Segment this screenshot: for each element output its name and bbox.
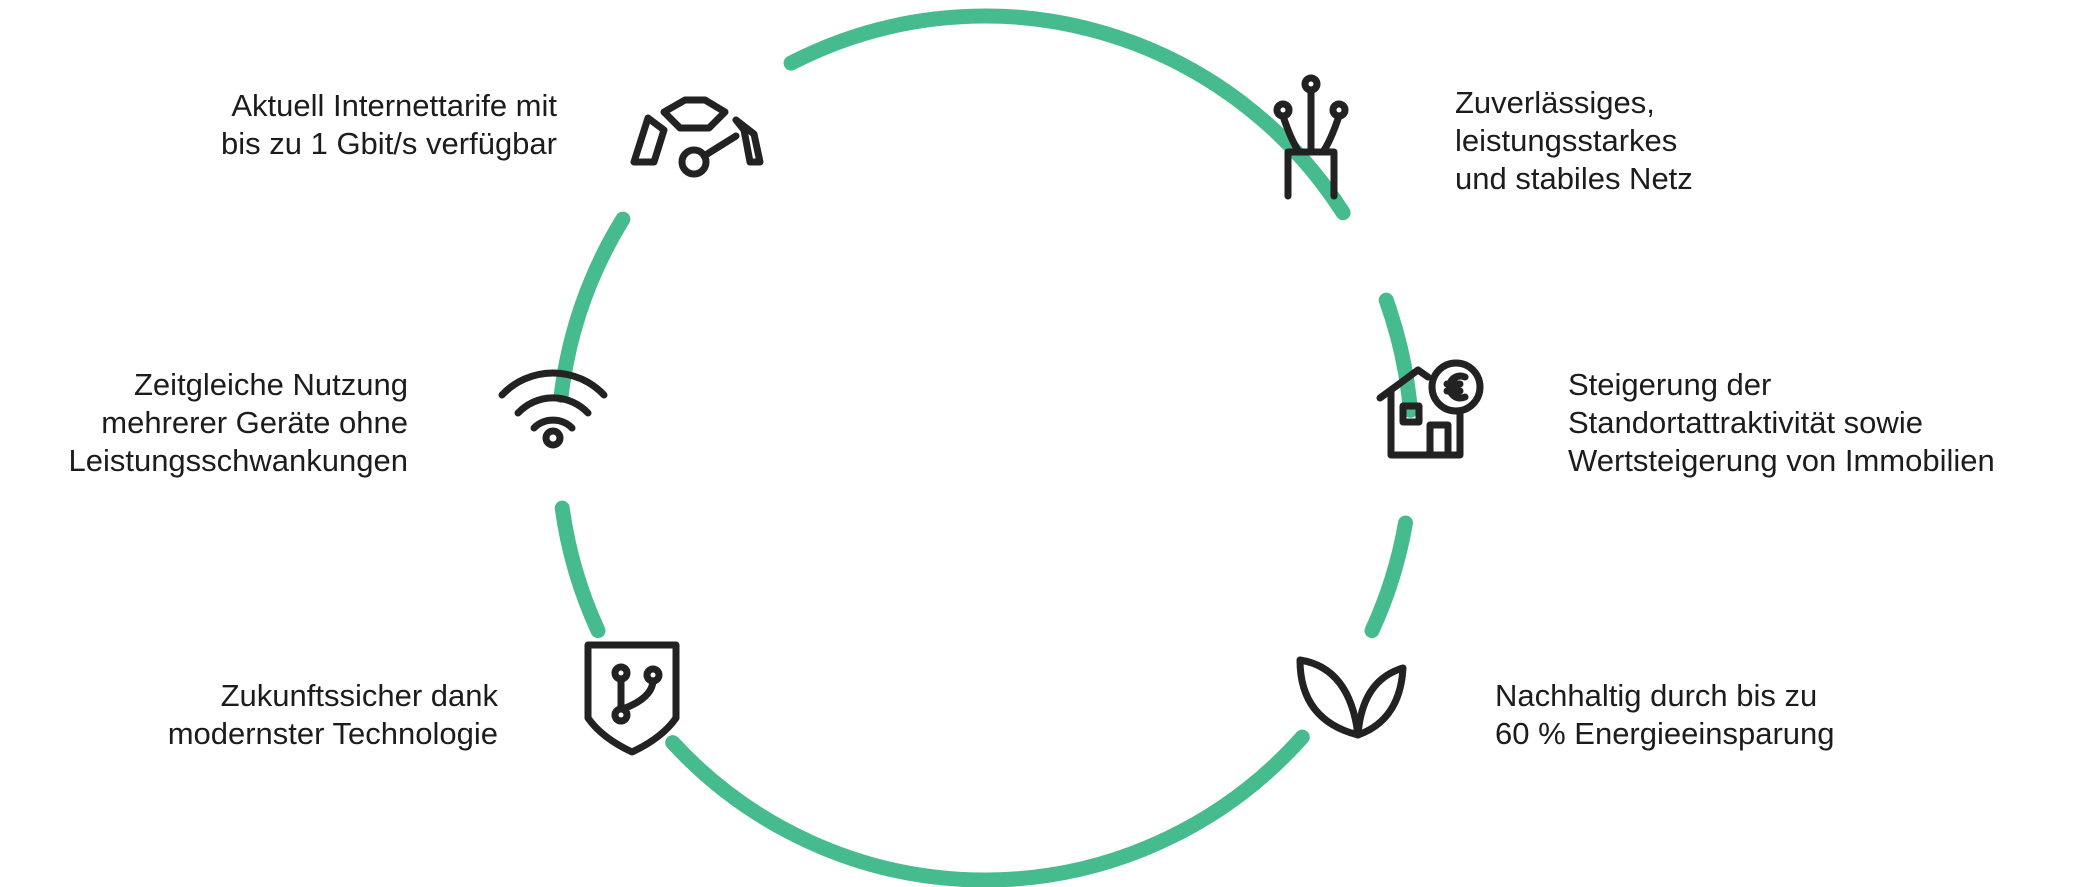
feature-devices-line-1: Zeitgleiche Nutzung bbox=[134, 367, 408, 402]
ring-segment bbox=[783, 8, 1351, 221]
ring-segment bbox=[554, 500, 606, 639]
sprout-icon bbox=[1296, 656, 1407, 739]
feature-network-text: Zuverlässiges, leistungsstarkes und stab… bbox=[1455, 84, 1693, 198]
ring-segment bbox=[665, 729, 1310, 887]
ring-segment bbox=[1378, 292, 1418, 418]
feature-property-text: Steigerung der Standortattraktivität sow… bbox=[1568, 366, 1995, 480]
ring-segment bbox=[553, 211, 631, 403]
feature-property-line-1: Steigerung der bbox=[1568, 367, 1772, 402]
feature-network-line-1: Zuverlässiges, bbox=[1455, 85, 1655, 120]
feature-devices-line-2: mehrerer Geräte ohne bbox=[101, 405, 408, 440]
feature-network-line-2: leistungsstarkes bbox=[1455, 123, 1678, 158]
wifi-icon bbox=[498, 369, 608, 449]
feature-future-line-2: modernster Technologie bbox=[167, 716, 498, 751]
feature-sustainable-text: Nachhaltig durch bis zu 60 % Energieeins… bbox=[1495, 677, 1835, 753]
feature-property-line-2: Standortattraktivität sowie bbox=[1568, 405, 1923, 440]
speedometer-icon bbox=[630, 96, 764, 178]
fiber-optic-icon bbox=[1273, 74, 1349, 200]
feature-future-text: Zukunftssicher dank modernster Technolog… bbox=[168, 677, 498, 753]
feature-devices-line-3: Leistungsschwankungen bbox=[68, 443, 408, 478]
house-euro-icon bbox=[1376, 359, 1484, 459]
feature-speed-line-1: Aktuell Internettarife mit bbox=[231, 88, 557, 123]
feature-network-line-3: und stabiles Netz bbox=[1455, 161, 1693, 196]
feature-sustainable-line-1: Nachhaltig durch bis zu bbox=[1495, 678, 1818, 713]
feature-speed-text: Aktuell Internettarife mit bis zu 1 Gbit… bbox=[221, 87, 557, 163]
feature-devices-text: Zeitgleiche Nutzung mehrerer Geräte ohne… bbox=[68, 366, 408, 480]
ring-segment bbox=[1364, 515, 1413, 639]
feature-sustainable-line-2: 60 % Energieeinsparung bbox=[1495, 716, 1835, 751]
shield-git-icon bbox=[584, 641, 680, 756]
feature-property-line-3: Wertsteigerung von Immobilien bbox=[1568, 443, 1995, 478]
feature-future-line-1: Zukunftssicher dank bbox=[220, 678, 498, 713]
cycle-ring bbox=[553, 8, 1418, 887]
feature-speed-line-2: bis zu 1 Gbit/s verfügbar bbox=[221, 126, 557, 161]
